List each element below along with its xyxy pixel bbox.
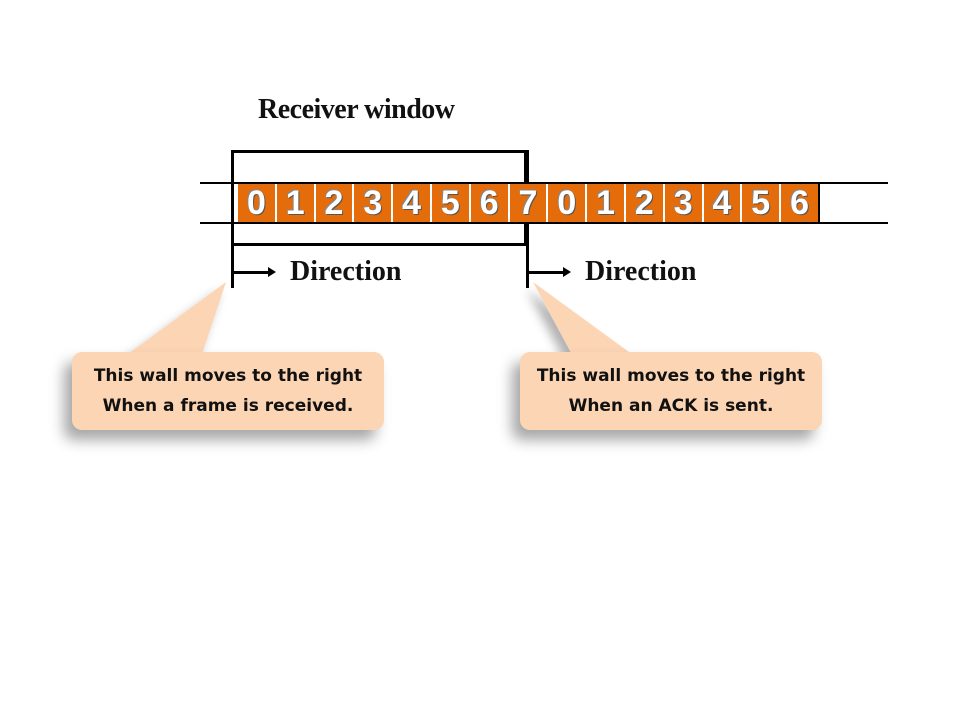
left-callout: This wall moves to the right When a fram… — [72, 352, 384, 430]
sequence-cell: 6 — [781, 184, 820, 222]
sequence-cell: 3 — [664, 184, 704, 222]
right-callout: This wall moves to the right When an ACK… — [520, 352, 822, 430]
left-callout-pointer — [120, 282, 226, 360]
sequence-cell: 1 — [587, 184, 626, 222]
sequence-cell: 5 — [431, 184, 471, 222]
right-callout-line2: When an ACK is sent. — [568, 396, 774, 416]
sequence-cell: 6 — [470, 184, 510, 222]
sequence-cell: 5 — [742, 184, 782, 222]
sequence-cell: 4 — [393, 184, 432, 222]
left-direction-arrow-icon — [234, 267, 276, 277]
receiver-window-bottom-edge — [231, 243, 529, 246]
sequence-cell: 2 — [315, 184, 355, 222]
right-callout-line1: This wall moves to the right — [536, 366, 806, 386]
sequence-track-bottom-line — [200, 222, 888, 224]
sequence-cell: 0 — [238, 184, 277, 222]
left-callout-line1: This wall moves to the right — [93, 366, 363, 386]
sequence-cell: 3 — [354, 184, 394, 222]
right-direction-arrow-icon — [529, 267, 571, 277]
sequence-cell: 2 — [625, 184, 665, 222]
sequence-cell: 0 — [548, 184, 588, 222]
sequence-cell: 1 — [276, 184, 316, 222]
left-callout-line2: When a frame is received. — [102, 396, 354, 416]
left-direction-label: Direction — [290, 256, 402, 287]
sequence-cell: 4 — [703, 184, 743, 222]
right-callout-pointer — [533, 282, 640, 360]
diagram-title: Receiver window — [258, 94, 455, 125]
sequence-track-top-line — [200, 182, 888, 184]
right-direction-label: Direction — [585, 256, 697, 287]
sequence-cell: 7 — [509, 184, 549, 222]
